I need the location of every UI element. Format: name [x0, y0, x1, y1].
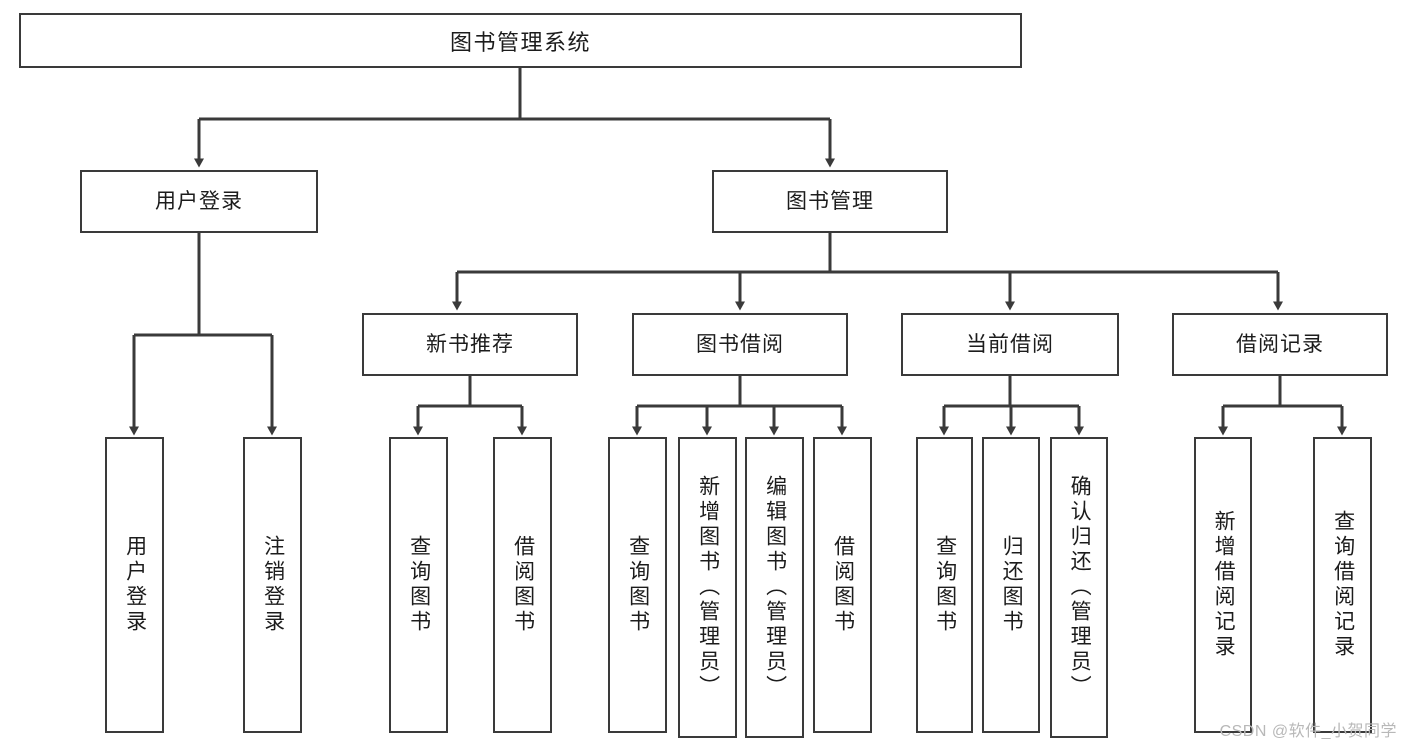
node-leaf-borrow-book-1[interactable]: 借阅图书: [493, 437, 552, 733]
node-borrow-record-label: 借阅记录: [1236, 332, 1324, 356]
node-leaf-query-book-1[interactable]: 查询图书: [389, 437, 448, 733]
node-leaf-query-book-1-label: 查询图书: [407, 535, 431, 635]
node-leaf-query-book-2[interactable]: 查询图书: [608, 437, 667, 733]
node-leaf-user-login-label: 用户登录: [123, 535, 147, 635]
node-current-borrow[interactable]: 当前借阅: [901, 313, 1119, 376]
node-leaf-borrow-book-1-label: 借阅图书: [511, 535, 535, 635]
node-leaf-query-record-label: 查询借阅记录: [1331, 510, 1355, 660]
node-user-login[interactable]: 用户登录: [80, 170, 318, 233]
node-book-borrow-label: 图书借阅: [696, 332, 784, 356]
node-leaf-edit-book-label: 编辑图书（管理员）: [763, 475, 787, 700]
node-leaf-add-book-label: 新增图书（管理员）: [696, 475, 720, 700]
node-leaf-query-book-2-label: 查询图书: [626, 535, 650, 635]
node-book-manage[interactable]: 图书管理: [712, 170, 948, 233]
node-leaf-query-record[interactable]: 查询借阅记录: [1313, 437, 1372, 733]
node-leaf-borrow-book-2[interactable]: 借阅图书: [813, 437, 872, 733]
csdn-watermark: CSDN @软件_小贺同学: [1219, 723, 1397, 740]
node-user-login-label: 用户登录: [155, 189, 243, 213]
node-leaf-query-book-3-label: 查询图书: [933, 535, 957, 635]
node-new-book-rec[interactable]: 新书推荐: [362, 313, 578, 376]
node-borrow-record[interactable]: 借阅记录: [1172, 313, 1388, 376]
node-leaf-add-record-label: 新增借阅记录: [1212, 510, 1236, 660]
node-new-book-rec-label: 新书推荐: [426, 332, 514, 356]
node-leaf-add-book[interactable]: 新增图书（管理员）: [678, 437, 737, 738]
node-root-label: 图书管理系统: [449, 29, 591, 55]
node-leaf-query-book-3[interactable]: 查询图书: [916, 437, 973, 733]
node-leaf-return-book[interactable]: 归还图书: [982, 437, 1040, 733]
node-root[interactable]: 图书管理系统: [19, 13, 1022, 68]
node-leaf-confirm-return[interactable]: 确认归还（管理员）: [1050, 437, 1108, 738]
node-leaf-user-login[interactable]: 用户登录: [105, 437, 164, 733]
node-leaf-user-logout[interactable]: 注销登录: [243, 437, 302, 733]
node-leaf-confirm-return-label: 确认归还（管理员）: [1068, 475, 1092, 700]
node-current-borrow-label: 当前借阅: [966, 332, 1054, 356]
node-book-borrow[interactable]: 图书借阅: [632, 313, 848, 376]
node-leaf-user-logout-label: 注销登录: [261, 535, 285, 635]
node-leaf-add-record[interactable]: 新增借阅记录: [1194, 437, 1252, 733]
node-leaf-borrow-book-2-label: 借阅图书: [831, 535, 855, 635]
node-leaf-return-book-label: 归还图书: [1000, 535, 1024, 635]
node-leaf-edit-book[interactable]: 编辑图书（管理员）: [745, 437, 804, 738]
node-book-manage-label: 图书管理: [786, 189, 874, 213]
